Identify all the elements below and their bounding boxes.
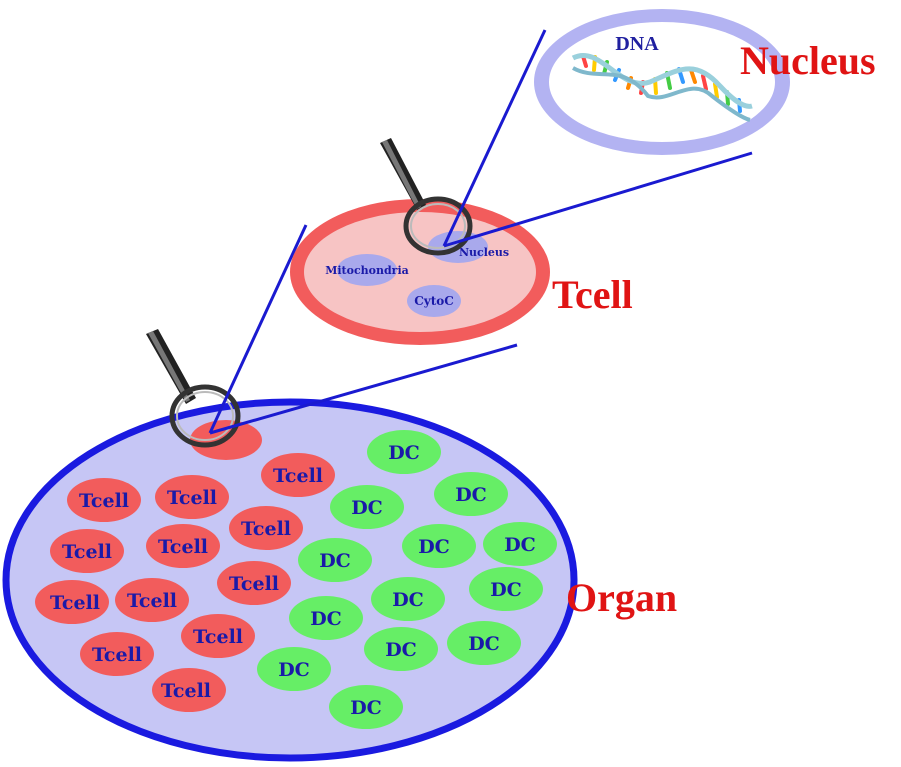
- dc-label: DC: [319, 550, 351, 572]
- dc-label: DC: [392, 589, 424, 611]
- dc-label: DC: [504, 534, 536, 556]
- tcell-label: Tcell: [62, 541, 112, 563]
- dc-12: DC: [257, 647, 331, 691]
- tcell-5: Tcell: [50, 529, 124, 573]
- tcell-9: Tcell: [115, 578, 189, 622]
- dc-3: DC: [434, 472, 508, 516]
- dc-label: DC: [418, 536, 450, 558]
- tcell-label: Tcell: [158, 536, 208, 558]
- dc-label: DC: [351, 497, 383, 519]
- magnifier-icon: [146, 329, 241, 448]
- cytoc-label: CytoC: [414, 294, 454, 308]
- organ-label: Organ: [566, 575, 677, 620]
- tcell-title: Tcell: [552, 272, 633, 317]
- dc-label: DC: [388, 442, 420, 464]
- dna-helix-icon: [571, 53, 753, 122]
- dc-9: DC: [289, 596, 363, 640]
- dc-label: DC: [455, 484, 487, 506]
- tcell-6: Tcell: [146, 524, 220, 568]
- tcell-3: Tcell: [155, 475, 229, 519]
- tcell-8: Tcell: [35, 580, 109, 624]
- tcell-label: Tcell: [50, 592, 100, 614]
- dc-group: DC DC DC DC DC DC DC DC DC DC DC DC DC: [257, 430, 557, 729]
- nucleus-interior: [549, 22, 775, 142]
- dc-10: DC: [364, 627, 438, 671]
- tcell-label: Tcell: [167, 487, 217, 509]
- tcell-label: Tcell: [241, 518, 291, 540]
- tcell-label: Tcell: [92, 644, 142, 666]
- tcell-2: Tcell: [67, 478, 141, 522]
- dc-8: DC: [469, 567, 543, 611]
- dna-label: DNA: [615, 33, 659, 55]
- tcell-10: Tcell: [181, 614, 255, 658]
- tcell-7: Tcell: [217, 561, 291, 605]
- tcell-12: Tcell: [152, 668, 226, 712]
- cytoc: CytoC: [407, 285, 461, 317]
- nucleus-title: Nucleus: [740, 38, 876, 83]
- dc-6: DC: [483, 522, 557, 566]
- dc-1: DC: [367, 430, 441, 474]
- tcell-label: Tcell: [161, 680, 211, 702]
- tcell-group: Tcell Tcell Tcell Tcell Tcell Tcell Tcel…: [35, 453, 335, 712]
- magnifier-icon: [380, 138, 473, 256]
- dc-label: DC: [490, 579, 522, 601]
- tcell-4: Tcell: [229, 506, 303, 550]
- mitochondria-label: Mitochondria: [325, 264, 409, 277]
- dc-label: DC: [310, 608, 342, 630]
- dc-2: DC: [330, 485, 404, 529]
- dc-11: DC: [447, 621, 521, 665]
- dc-5: DC: [402, 524, 476, 568]
- dc-label: DC: [350, 697, 382, 719]
- nucleus-organelle-label: Nucleus: [459, 246, 509, 259]
- zoom-line: [442, 29, 547, 247]
- dc-label: DC: [278, 659, 310, 681]
- zoom-line: [209, 343, 518, 435]
- zoom-line: [208, 224, 308, 434]
- tcell-11: Tcell: [80, 632, 154, 676]
- tcell-label: Tcell: [193, 626, 243, 648]
- dc-4: DC: [298, 538, 372, 582]
- tcell-1: Tcell: [261, 453, 335, 497]
- tcell-label: Tcell: [229, 573, 279, 595]
- dc-7: DC: [371, 577, 445, 621]
- dc-label: DC: [468, 633, 500, 655]
- dc-label: DC: [385, 639, 417, 661]
- tcell-label: Tcell: [127, 590, 177, 612]
- mitochondria: Mitochondria: [325, 254, 409, 286]
- tcell-label: Tcell: [79, 490, 129, 512]
- tcell-label: Tcell: [273, 465, 323, 487]
- zoom-line: [443, 151, 753, 248]
- dc-13: DC: [329, 685, 403, 729]
